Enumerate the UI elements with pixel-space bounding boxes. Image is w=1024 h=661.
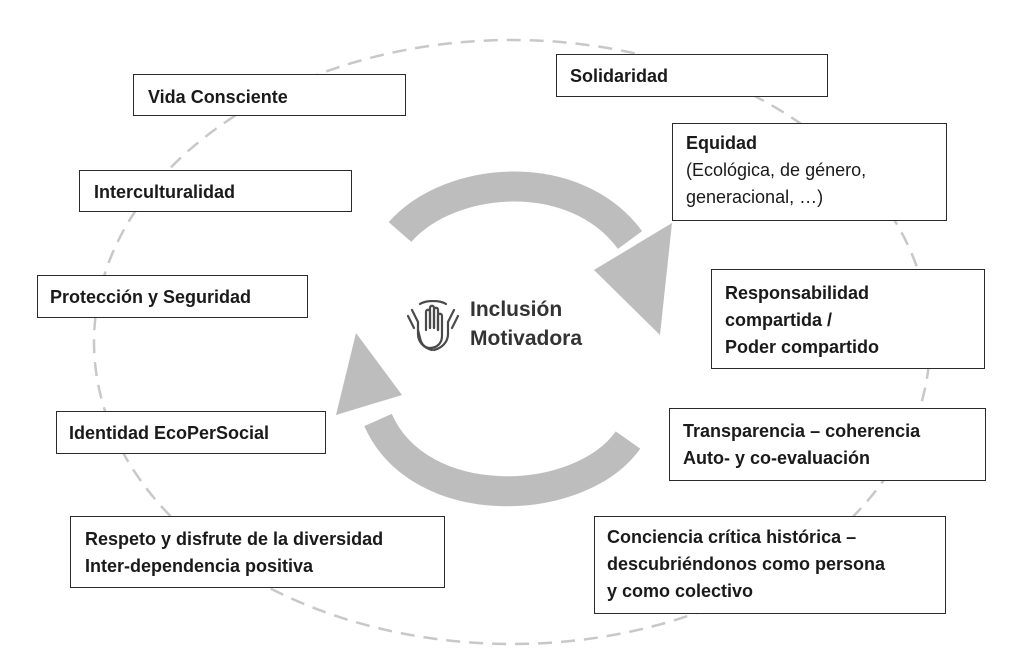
box-label: Equidad — [686, 133, 757, 153]
upper-cycle-arrow — [388, 171, 643, 250]
box-label: Interculturalidad — [94, 182, 236, 202]
box-label: Transparencia – coherencia — [683, 421, 921, 441]
box-conciencia-critica: Conciencia crítica histórica – descubrié… — [594, 516, 946, 614]
box-interculturalidad: Interculturalidad — [79, 170, 352, 212]
lower-arrow-head — [336, 333, 402, 415]
center-title: Inclusión Motivadora — [470, 295, 582, 353]
box-label: Responsabilidad — [725, 283, 870, 303]
box-vida-consciente: Vida Consciente — [133, 74, 406, 116]
raised-hands-icon — [406, 300, 460, 352]
box-label: (Ecológica, de género, — [686, 160, 867, 180]
box-label: Conciencia crítica histórica – — [607, 527, 857, 547]
box-responsabilidad-compartida: Responsabilidad compartida / Poder compa… — [711, 269, 985, 369]
box-label: Solidaridad — [570, 66, 669, 86]
upper-arrow-head — [594, 223, 672, 335]
cycle-arrows — [336, 171, 672, 507]
box-respeto-diversidad: Respeto y disfrute de la diversidad Inte… — [70, 516, 445, 588]
center-title-line: Motivadora — [470, 327, 583, 350]
box-transparencia-coherencia: Transparencia – coherencia Auto- y co-ev… — [669, 408, 986, 481]
center-title-line: Inclusión — [470, 298, 563, 321]
box-label: Vida Consciente — [148, 87, 288, 107]
box-label: descubriéndonos como persona — [607, 554, 886, 574]
lower-cycle-arrow — [364, 413, 641, 507]
box-solidaridad: Solidaridad — [556, 54, 828, 97]
box-equidad: Equidad (Ecológica, de género, generacio… — [672, 123, 947, 221]
box-label: Respeto y disfrute de la diversidad — [85, 529, 384, 549]
box-label: Identidad EcoPerSocial — [69, 423, 270, 443]
box-label: generacional, …) — [686, 187, 824, 207]
box-label: y como colectivo — [607, 581, 754, 601]
box-label: Poder compartido — [725, 337, 880, 357]
box-label: Auto- y co-evaluación — [683, 448, 871, 468]
box-identidad-ecopersocial: Identidad EcoPerSocial — [56, 411, 326, 454]
box-label: compartida / — [725, 310, 833, 330]
box-label: Protección y Seguridad — [50, 287, 252, 307]
box-label: Inter-dependencia positiva — [85, 556, 314, 576]
box-proteccion-seguridad: Protección y Seguridad — [37, 275, 308, 318]
